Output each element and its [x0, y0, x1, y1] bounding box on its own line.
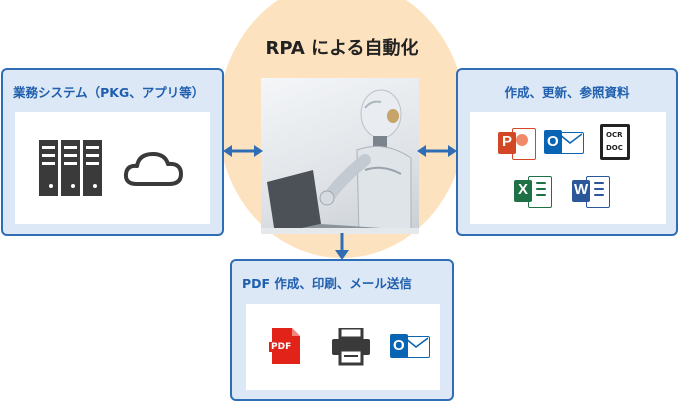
documents-title: 作成、更新、参照資料 [504, 85, 630, 100]
business-systems-card: 業務システム（PKG、アプリ等） [1, 68, 224, 236]
excel-icon: X [514, 174, 552, 208]
printer-icon [332, 328, 370, 366]
output-title: PDF 作成、印刷、メール送信 [242, 276, 412, 291]
documents-panel: P O OCR DOC X [470, 112, 666, 224]
output-panel: PDF O [246, 304, 440, 390]
business-systems-title: 業務システム（PKG、アプリ等） [13, 85, 205, 100]
documents-card: 作成、更新、参照資料 P O OCR DOC X [456, 68, 678, 236]
outlook-icon: O [544, 126, 584, 160]
robot-illustration [261, 89, 419, 234]
right-bidirectional-arrow [417, 145, 457, 157]
robot-using-laptop-image [261, 78, 419, 234]
word-icon: W [572, 174, 610, 208]
powerpoint-icon: P [498, 126, 536, 160]
cloud-icon [123, 152, 183, 186]
left-bidirectional-arrow [223, 145, 263, 157]
output-card: PDF 作成、印刷、メール送信 PDF O [230, 259, 454, 401]
business-systems-panel [15, 112, 210, 224]
rpa-title: RPA による自動化 [265, 38, 419, 59]
outlook-mail-icon: O [390, 330, 430, 364]
server-rack-icon [39, 140, 102, 196]
ocr-document-icon: OCR DOC [600, 124, 630, 160]
down-arrow [335, 233, 349, 260]
pdf-icon: PDF [266, 328, 300, 364]
